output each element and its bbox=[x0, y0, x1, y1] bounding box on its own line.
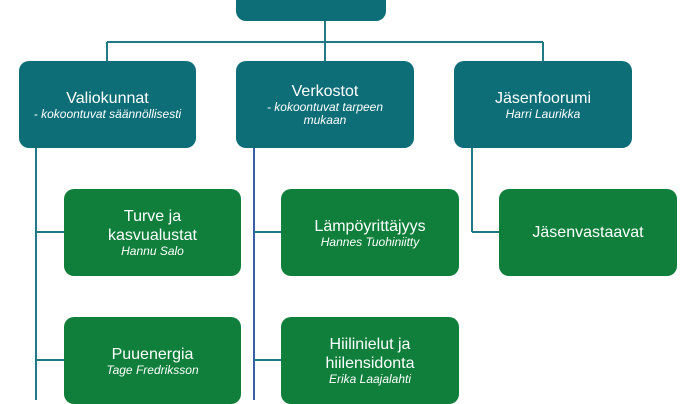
node-jasenfoorumi: Jäsenfoorumi Harri Laurikka bbox=[454, 61, 632, 148]
node-title: Puuenergia bbox=[111, 345, 194, 363]
node-subtitle: - kokoontuvat säännöllisesti bbox=[33, 106, 182, 121]
node-hiilinielut-ja-hiilensidonta: Hiilinielut ja hiilensidonta Erika Laaja… bbox=[281, 317, 459, 404]
node-verkostot: Verkostot - kokoontuvat tarpeen mukaan bbox=[236, 61, 414, 148]
node-lampoyrittajyys: Lämpöyrittäjyys Hannes Tuohiniitty bbox=[281, 189, 459, 276]
node-puuenergia: Puuenergia Tage Fredriksson bbox=[64, 317, 241, 404]
node-title: Lämpöyrittäjyys bbox=[314, 217, 426, 235]
node-jasenvastaavat: Jäsenvastaavat bbox=[499, 189, 677, 276]
node-person: Hannu Salo bbox=[121, 244, 184, 258]
node-valiokunnat: Valiokunnat - kokoontuvat säännöllisesti bbox=[19, 61, 196, 148]
node-subtitle: - kokoontuvat tarpeen mukaan bbox=[266, 100, 384, 127]
node-title: Verkostot bbox=[291, 83, 359, 100]
node-person: Harri Laurikka bbox=[505, 106, 581, 121]
node-title: Valiokunnat bbox=[66, 89, 149, 107]
node-title: Jäsenvastaavat bbox=[532, 224, 644, 241]
node-person: Tage Fredriksson bbox=[106, 362, 199, 377]
node-title: Jäsenfoorumi bbox=[494, 89, 592, 107]
node-turve-ja-kasvualustat: Turve ja kasvualustat Hannu Salo bbox=[64, 189, 241, 276]
node-person: Erika Laajalahti bbox=[328, 372, 412, 386]
node-title: Hiilinielut ja hiilensidonta bbox=[325, 336, 415, 372]
top-node bbox=[236, 0, 386, 21]
node-title: Turve ja kasvualustat bbox=[108, 208, 197, 244]
node-person: Hannes Tuohiniitty bbox=[320, 234, 420, 249]
